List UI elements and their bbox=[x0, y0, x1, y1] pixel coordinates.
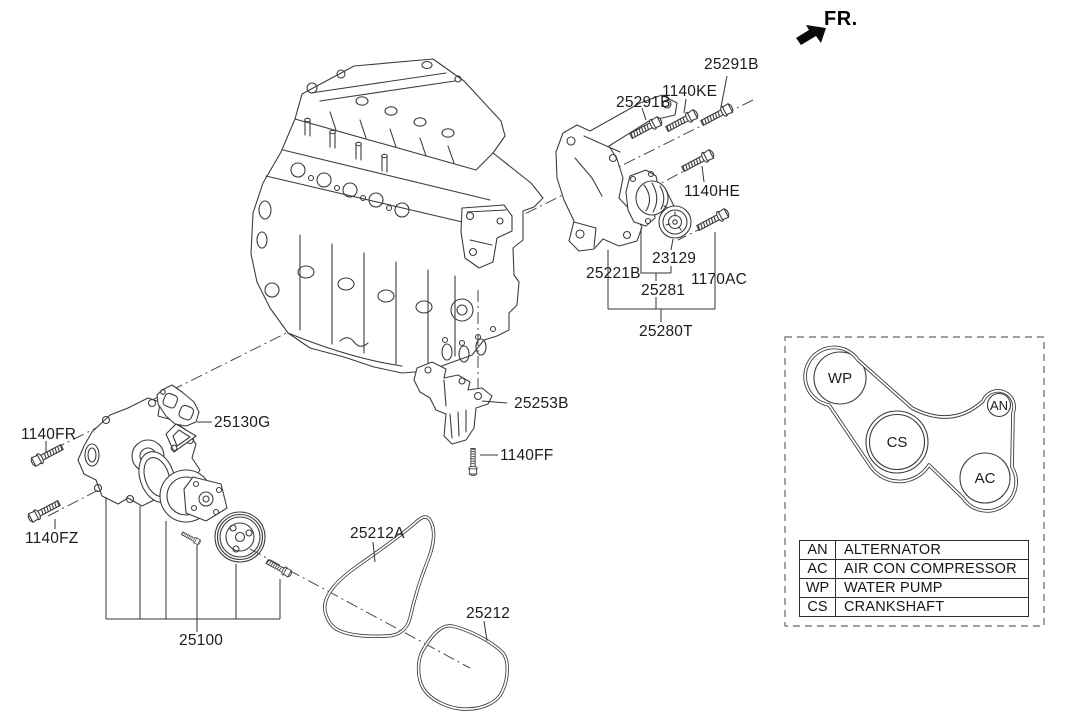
pulley-wp-circle bbox=[813, 351, 867, 405]
part-label-25291b-left: 25291B bbox=[616, 94, 671, 111]
belt-25212a bbox=[323, 515, 436, 639]
legend-dashed-border bbox=[784, 336, 1045, 627]
bolt-pulley bbox=[264, 557, 294, 579]
pulley-an-circle bbox=[986, 392, 1012, 418]
pump-stud-bolt bbox=[180, 530, 202, 546]
bolt-1170ac bbox=[694, 206, 731, 234]
legend-desc: AIR CON COMPRESSOR bbox=[835, 559, 1029, 579]
belt-routing-path bbox=[803, 345, 1018, 513]
engine-block bbox=[250, 58, 544, 374]
pulley-wp-label: WP bbox=[828, 370, 852, 387]
part-label-23129: 23129 bbox=[652, 250, 697, 267]
legend-box: WP CS AN AC bbox=[784, 336, 1045, 627]
legend-row-an: AN ALTERNATOR bbox=[799, 540, 1029, 560]
part-label-25130g: 25130G bbox=[214, 414, 271, 431]
head-studs bbox=[304, 117, 388, 173]
legend-row-ac: AC AIR CON COMPRESSOR bbox=[799, 559, 1029, 579]
pulley-cs-circle bbox=[865, 410, 929, 474]
legend-code: AN bbox=[799, 540, 836, 560]
engine-mount-boss bbox=[460, 204, 513, 269]
part-label-25100: 25100 bbox=[179, 632, 224, 649]
legend-desc: CRANKSHAFT bbox=[835, 597, 1029, 617]
legend-desc: WATER PUMP bbox=[835, 578, 1029, 598]
part-label-1140ff: 1140FF bbox=[500, 447, 554, 464]
legend-table: AN ALTERNATOR AC AIR CON COMPRESSOR WP W… bbox=[799, 540, 1029, 617]
part-label-25212: 25212 bbox=[466, 605, 511, 622]
bolt-25291b-right bbox=[698, 101, 735, 129]
legend-code: WP bbox=[799, 578, 836, 598]
part-label-1170ac: 1170AC bbox=[691, 271, 748, 288]
part-label-25291b-top: 25291B bbox=[704, 56, 759, 73]
fr-direction-label: FR. bbox=[824, 8, 858, 30]
part-label-25281: 25281 bbox=[641, 282, 686, 299]
legend-code: AC bbox=[799, 559, 836, 579]
bolt-1140ff bbox=[468, 447, 478, 476]
part-label-25253b: 25253B bbox=[514, 395, 569, 412]
bolt-1140he bbox=[679, 147, 716, 175]
bolt-1140fr bbox=[29, 441, 66, 469]
legend-code: CS bbox=[799, 597, 836, 617]
part-label-1140ke: 1140KE bbox=[662, 83, 718, 100]
bolt-1140fz bbox=[26, 497, 63, 525]
part-label-25221b: 25221B bbox=[586, 265, 641, 282]
pulley-axis-line bbox=[249, 548, 471, 669]
water-pump-25100 bbox=[77, 397, 266, 563]
group-bracket-25100 bbox=[105, 497, 281, 632]
part-label-1140fz: 1140FZ bbox=[25, 530, 79, 547]
group-bracket-25280t bbox=[607, 228, 716, 322]
part-label-1140he: 1140HE bbox=[684, 183, 741, 200]
tensioner-pulley-23129 bbox=[658, 205, 692, 239]
part-label-1140fr: 1140FR bbox=[21, 426, 77, 443]
pump-pulley bbox=[214, 511, 266, 563]
legend-desc: ALTERNATOR bbox=[835, 540, 1029, 560]
pulley-ac-circle bbox=[959, 452, 1011, 504]
belt-routing-diagram: WP CS AN AC bbox=[803, 345, 1018, 513]
pulley-cs-label: CS bbox=[887, 434, 908, 451]
belt-25212 bbox=[416, 624, 509, 711]
fr-direction-arrow-icon bbox=[796, 25, 826, 45]
leader-lines bbox=[45, 75, 728, 642]
coolant-gasket-25130g bbox=[156, 384, 200, 453]
support-bracket-25253b bbox=[413, 361, 493, 445]
pulley-an-label: AN bbox=[990, 398, 1008, 413]
part-label-25212a: 25212A bbox=[350, 525, 405, 542]
part-label-25280t: 25280T bbox=[639, 323, 693, 340]
belt-tensioner-25281 bbox=[625, 169, 692, 239]
pulley-ac-label: AC bbox=[975, 470, 996, 487]
legend-row-cs: CS CRANKSHAFT bbox=[799, 597, 1029, 617]
drive-belts bbox=[323, 515, 509, 711]
legend-row-wp: WP WATER PUMP bbox=[799, 578, 1029, 598]
